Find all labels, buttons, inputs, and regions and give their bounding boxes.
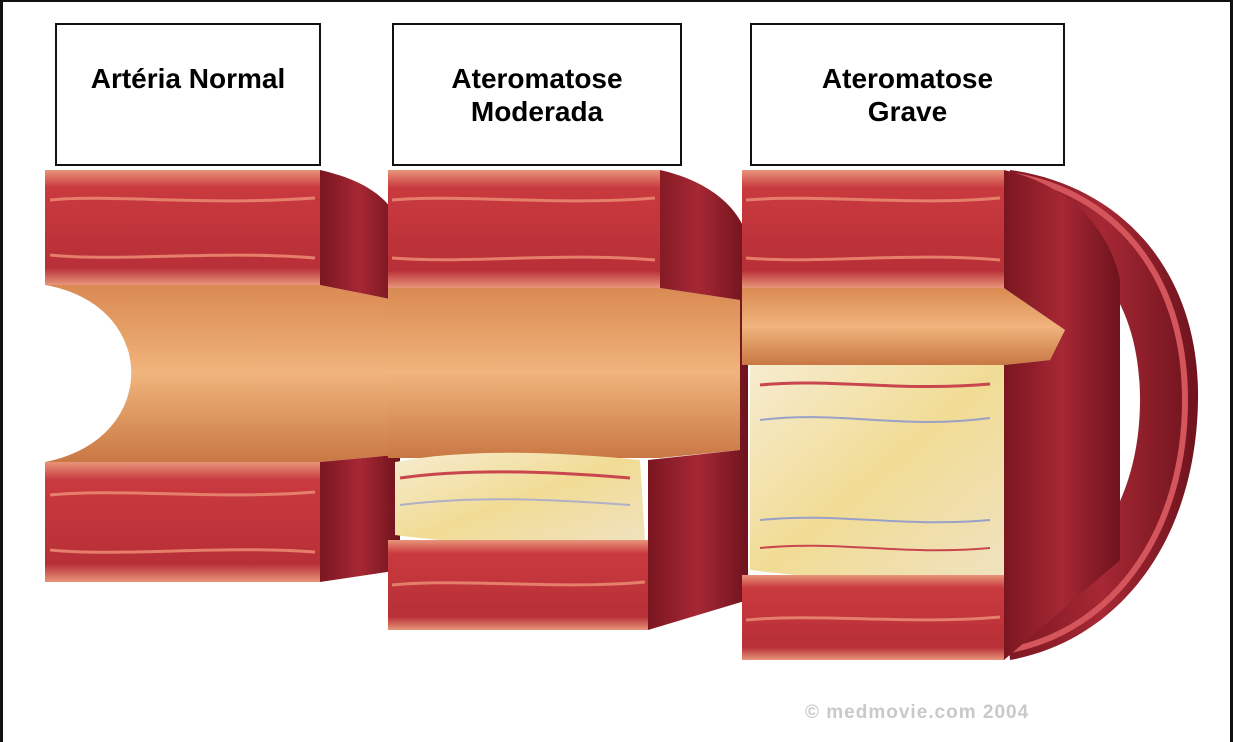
label-moderate-atheromatosis: Ateromatose Moderada xyxy=(392,23,682,166)
normal-artery-segment xyxy=(45,170,400,582)
label-normal-artery-text: Artéria Normal xyxy=(91,63,286,94)
label-moderate-atheromatosis-text: Ateromatose Moderada xyxy=(451,63,622,127)
moderate-artery-segment xyxy=(388,170,748,630)
label-severe-atheromatosis: Ateromatose Grave xyxy=(750,23,1065,166)
severe-artery-segment xyxy=(742,170,1120,660)
label-normal-artery: Artéria Normal xyxy=(55,23,321,166)
label-severe-atheromatosis-text: Ateromatose Grave xyxy=(822,63,993,127)
copyright-credit: © medmovie.com 2004 xyxy=(805,702,1029,724)
